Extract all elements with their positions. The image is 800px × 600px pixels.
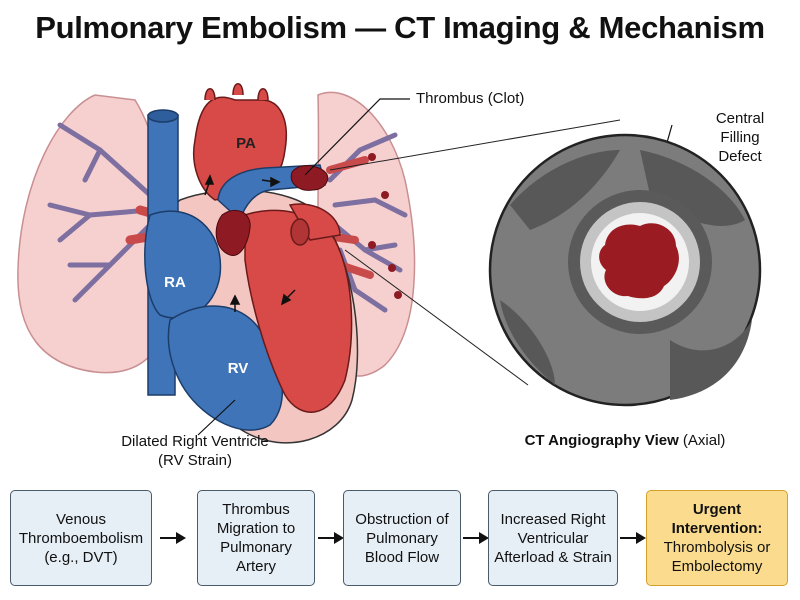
central-filling-defect [599, 223, 679, 299]
label-ra: RA [164, 274, 186, 291]
flow-step-text: Venous Thromboembolism (e.g., DVT) [18, 510, 144, 566]
flow-step-text: Obstruction of Pulmonary Blood Flow [355, 510, 449, 566]
flow-step-rv-strain: Increased Right Ventricular Afterload & … [488, 490, 618, 586]
flow-step-text: Increased Right Ventricular Afterload & … [494, 510, 612, 566]
central-filling-defect-callout: Central Filling Defect [715, 110, 765, 165]
flow-step-text: Thrombus Migration to Pulmonary Artery [216, 501, 296, 575]
ct-caption-normal: (Axial) [682, 432, 726, 449]
lung-clots [368, 153, 402, 299]
ct-angiography-view [488, 133, 762, 407]
rv-strain-callout: Dilated Right Ventricle (RV Strain) [60, 432, 330, 470]
page-title: Pulmonary Embolism — CT Imaging & Mechan… [35, 10, 765, 45]
ct-caption-bold: CT Angiography View [524, 432, 679, 449]
zoom-lines [329, 119, 621, 386]
flow-step-migration: Thrombus Migration to Pulmonary Artery [197, 490, 315, 586]
ra-clot [215, 210, 251, 256]
flow-step-urgent-intervention: Urgent Intervention: Thrombolysis or Emb… [646, 490, 788, 586]
flow-step-vte: Venous Thromboembolism (e.g., DVT) [10, 490, 152, 586]
mechanism-flowchart: Venous Thromboembolism (e.g., DVT) Throm… [0, 490, 800, 590]
flow-step-text: Thrombolysis or Embolectomy [663, 539, 771, 575]
flow-arrow [620, 532, 646, 544]
flow-step-urgent-body: Urgent Intervention: Thrombolysis or Emb… [651, 500, 783, 576]
flow-arrows [204, 174, 296, 312]
rv-strain-line1: Dilated Right Ventricle [121, 433, 269, 450]
ct-caption: CT Angiography View (Axial) [480, 432, 770, 449]
flow-step-obstruction: Obstruction of Pulmonary Blood Flow [343, 490, 461, 586]
thrombus-callout: Thrombus (Clot) [416, 90, 525, 107]
flow-arrow [463, 532, 489, 544]
thrombus-clot [290, 165, 329, 191]
flow-arrow [318, 532, 344, 544]
flow-step-strong: Urgent Intervention: [671, 501, 763, 537]
label-pa: PA [236, 135, 256, 152]
label-rv: RV [228, 360, 249, 377]
flow-arrow [160, 532, 186, 544]
left-atrium [288, 203, 341, 241]
rv-strain-line2: (RV Strain) [158, 452, 232, 469]
